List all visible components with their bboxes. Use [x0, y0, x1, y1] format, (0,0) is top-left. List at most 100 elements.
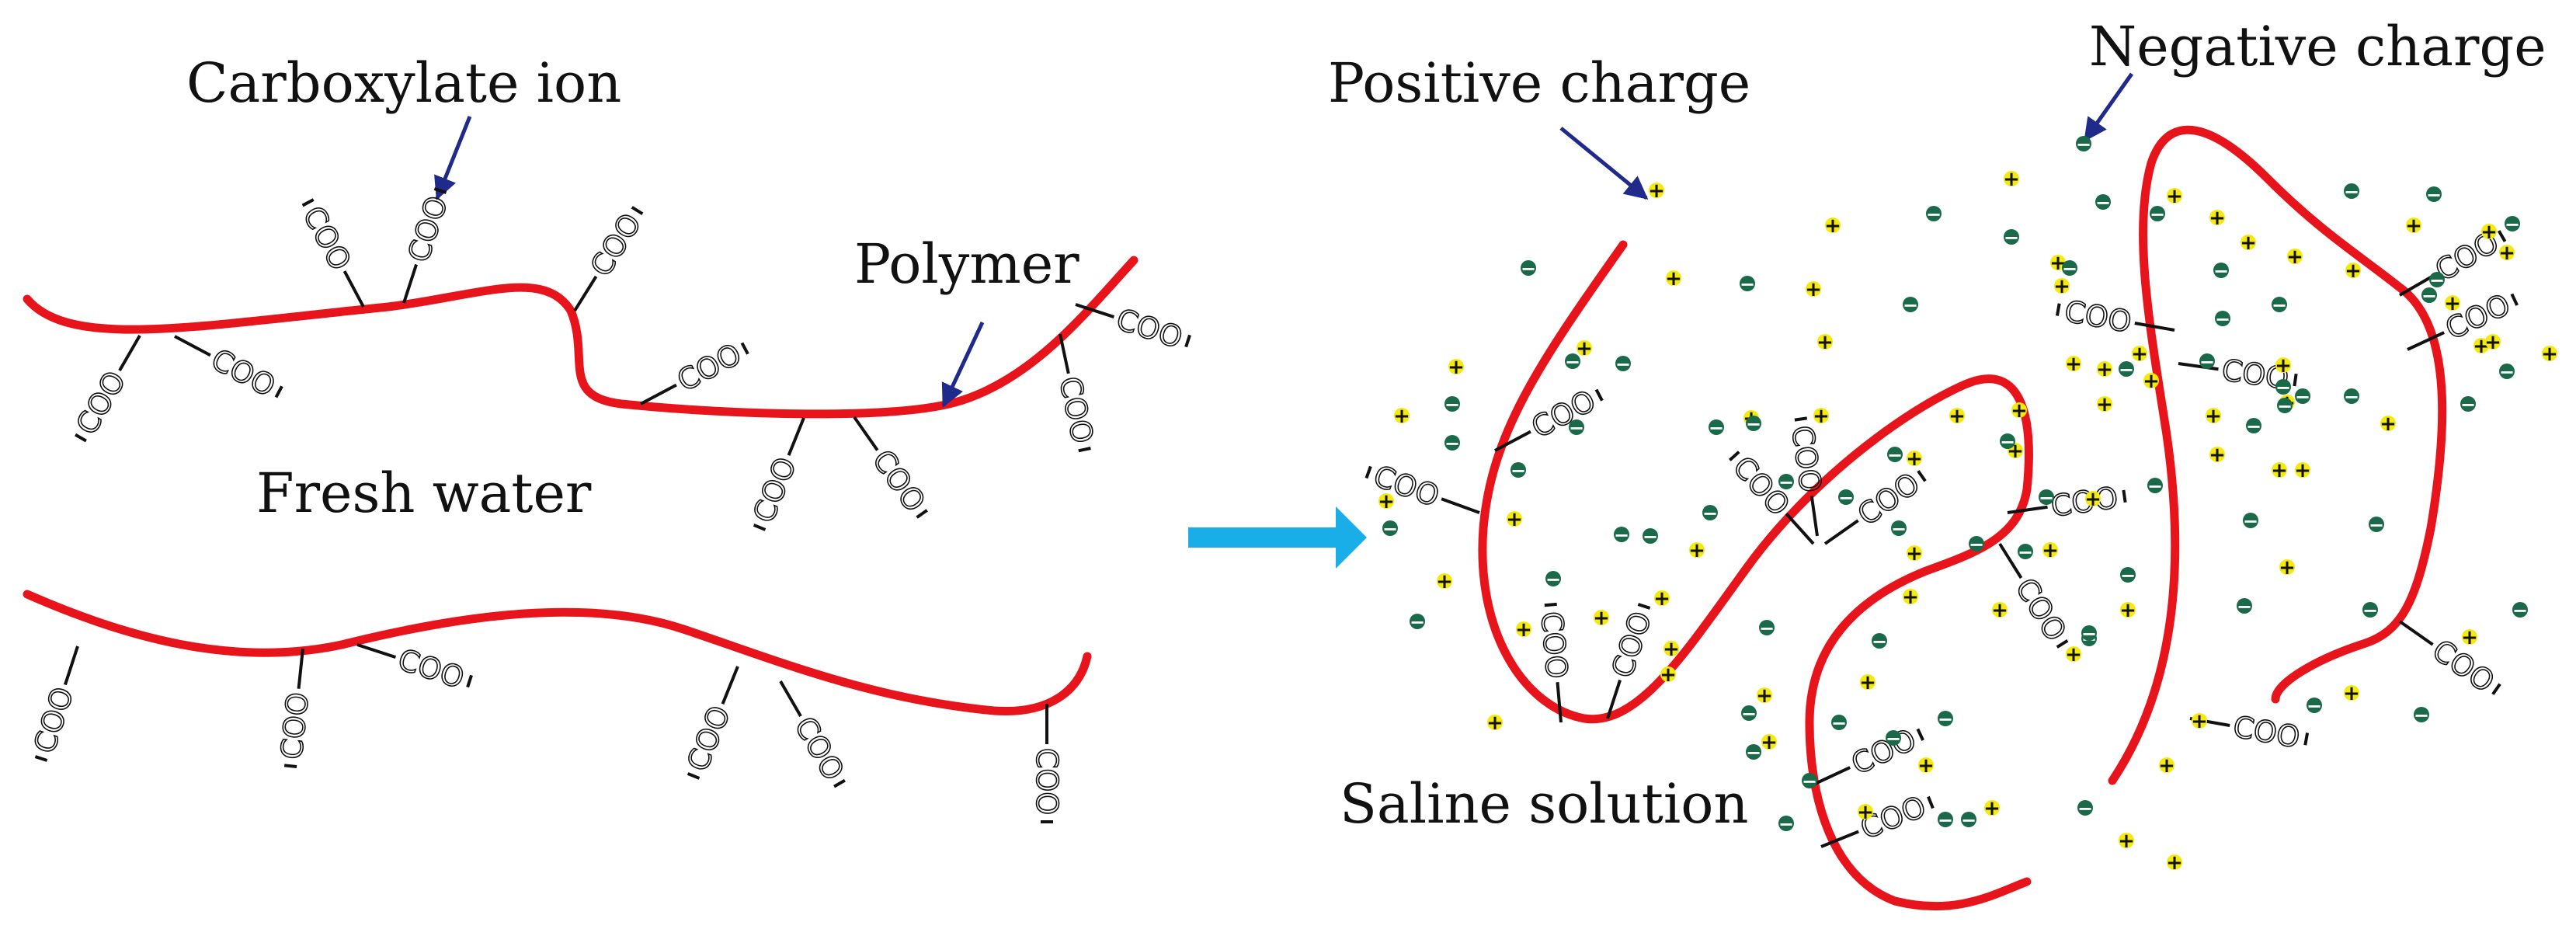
bond-line	[853, 416, 879, 451]
carboxylate-group: COO	[573, 206, 648, 312]
negative-ion-dot	[2199, 353, 2215, 369]
negative-charge-mark	[466, 674, 473, 688]
plus-sign: +	[2166, 185, 2183, 208]
plus-sign: +	[1805, 278, 1822, 301]
positive-ion: +	[1486, 712, 1504, 735]
positive-ion-dot	[2287, 249, 2303, 264]
plus-sign: +	[2096, 393, 2113, 416]
bond-line	[1809, 496, 1819, 537]
plus-sign: +	[2003, 168, 2020, 191]
carboxylate-group: COO	[680, 666, 739, 780]
carboxylate-group: COO	[174, 335, 283, 404]
positive-ion: +	[2065, 643, 2082, 666]
minus-sign: −	[2369, 514, 2384, 536]
plus-sign: +	[2096, 358, 2113, 381]
minus-sign: −	[2277, 395, 2293, 417]
negative-ion: −	[2215, 308, 2230, 330]
negative-ion-dot	[1831, 715, 1847, 730]
minus-sign: −	[2426, 184, 2442, 206]
positive-ion-dot	[2011, 402, 2027, 418]
negative-ion: −	[1903, 294, 1918, 316]
positive-ion-dot	[2085, 491, 2101, 506]
minus-sign: −	[2039, 487, 2054, 509]
positive-ion-dot	[1907, 545, 1922, 561]
minus-sign: −	[2275, 377, 2291, 398]
positive-ion-dot	[1437, 573, 1452, 589]
bond-line	[1059, 333, 1070, 374]
negative-ion-dot	[2275, 379, 2291, 395]
positive-ion: +	[2003, 168, 2020, 191]
negative-ion-dot	[1643, 528, 1658, 544]
carboxylate-ion-label: Carboxylate ion	[186, 51, 622, 115]
minus-sign: −	[1872, 631, 1887, 652]
positive-ion-dot	[2119, 833, 2134, 848]
positive-ion-dot	[1487, 715, 1503, 730]
positive-ion: +	[1859, 671, 1876, 694]
plus-sign: +	[1761, 731, 1778, 754]
positive-ion: +	[2480, 221, 2498, 244]
bond-line	[721, 666, 739, 705]
plus-sign: +	[1816, 331, 1834, 354]
negative-charge-label: Negative charge	[2089, 15, 2546, 78]
negative-ion: −	[2426, 184, 2442, 206]
carboxylate-text: COO	[866, 444, 933, 518]
negative-ion-dot	[2039, 489, 2054, 505]
carboxylate-text: COO	[1112, 302, 1187, 356]
minus-sign: −	[2307, 695, 2322, 717]
carboxylate-text: COO	[402, 192, 455, 266]
plus-sign: +	[1902, 586, 1919, 609]
plus-sign: +	[2209, 207, 2226, 230]
minus-sign: −	[1778, 471, 1794, 493]
plus-sign: +	[2380, 412, 2397, 436]
carboxylate-text: COO	[394, 642, 468, 696]
negative-ion: −	[1886, 728, 1901, 750]
positive-ion-dot	[1378, 493, 1394, 509]
positive-ion-dot	[2132, 346, 2147, 361]
bond-line	[1785, 513, 1815, 545]
negative-ion: −	[1926, 204, 1942, 225]
negative-ion: −	[2077, 798, 2093, 819]
positive-ion: +	[2042, 539, 2059, 562]
positive-ion: +	[2294, 459, 2311, 482]
carboxylate-text: COO	[27, 683, 81, 757]
positive-ion: +	[1824, 214, 1841, 238]
minus-sign: −	[2147, 475, 2163, 497]
plus-sign: +	[2240, 231, 2257, 255]
minus-sign: −	[1838, 487, 1854, 509]
negative-ion-dot	[1614, 527, 1629, 542]
negative-ion-dot	[2004, 229, 2019, 245]
minus-sign: −	[2344, 386, 2359, 408]
negative-charge-mark	[274, 385, 283, 398]
positive-ion-dot	[2097, 396, 2112, 412]
negative-ion-dot	[2429, 272, 2445, 287]
positive-ion: +	[2053, 275, 2070, 298]
negative-ion: −	[2307, 695, 2322, 717]
minus-sign: −	[1615, 353, 1631, 375]
negative-ion-dot	[2215, 311, 2230, 326]
bond-line	[2398, 273, 2436, 297]
plus-sign: +	[2480, 221, 2498, 244]
positive-ion-dot	[1757, 687, 1772, 703]
negative-ion: −	[1444, 394, 1460, 416]
negative-ion-dot	[1444, 396, 1460, 412]
negative-ion: −	[1872, 631, 1887, 652]
plus-sign: +	[1983, 797, 2001, 820]
positive-charge-label: Positive charge	[1328, 51, 1751, 115]
bond-line	[2007, 505, 2048, 514]
negative-ion: −	[2000, 431, 2015, 453]
positive-ion: +	[2131, 343, 2148, 366]
carboxylate-text: COO	[672, 336, 747, 398]
positive-ion: +	[2279, 556, 2296, 579]
positive-ion-dot	[1666, 270, 1681, 286]
plus-sign: +	[1648, 179, 1665, 203]
bond-line	[1606, 679, 1622, 719]
minus-sign: −	[2000, 431, 2015, 453]
negative-ion-dot	[1709, 419, 1724, 435]
negative-ion: −	[1759, 618, 1775, 639]
minus-sign: −	[2081, 623, 2097, 645]
bond-line	[1556, 682, 1563, 723]
minus-sign: −	[2460, 394, 2476, 416]
minus-sign: −	[2512, 600, 2528, 621]
negative-ion-dot	[2095, 194, 2111, 210]
